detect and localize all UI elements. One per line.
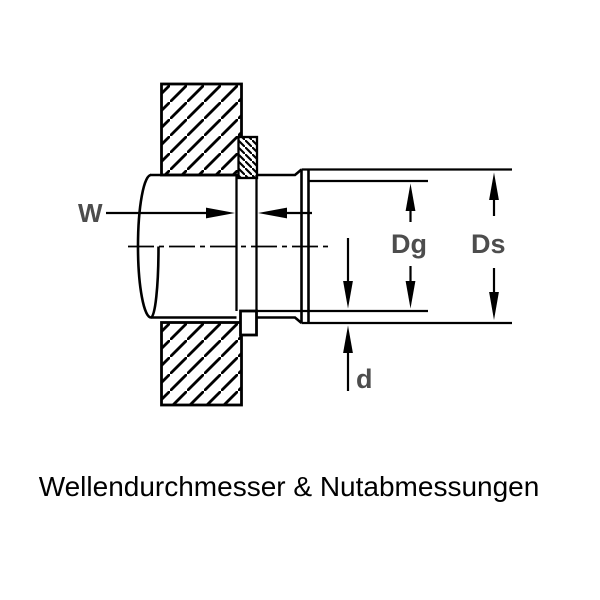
groove-width-label: W <box>78 198 103 228</box>
d-dimension-arrows <box>343 238 353 391</box>
ds-dimension-arrows <box>489 172 499 320</box>
shaft-body <box>150 168 310 324</box>
dg-extension-lines <box>256 179 428 313</box>
shaft-diameter-label: Ds <box>471 229 506 259</box>
caption: Wellendurchmesser & Nutabmessungen <box>39 471 540 502</box>
housing-block-bottom <box>160 321 243 407</box>
retaining-ring-cross-section <box>237 135 259 180</box>
groove-walls <box>235 175 258 311</box>
groove-depth-label: d <box>356 364 373 394</box>
ds-extension-lines <box>301 168 512 325</box>
housing-block-top <box>160 82 243 177</box>
w-dimension-arrows <box>106 207 312 219</box>
dg-dimension-arrows <box>405 183 416 309</box>
groove-diameter-label: Dg <box>391 229 427 259</box>
groove-bottom-box <box>239 309 258 337</box>
shaft-end-ellipse <box>136 173 160 319</box>
